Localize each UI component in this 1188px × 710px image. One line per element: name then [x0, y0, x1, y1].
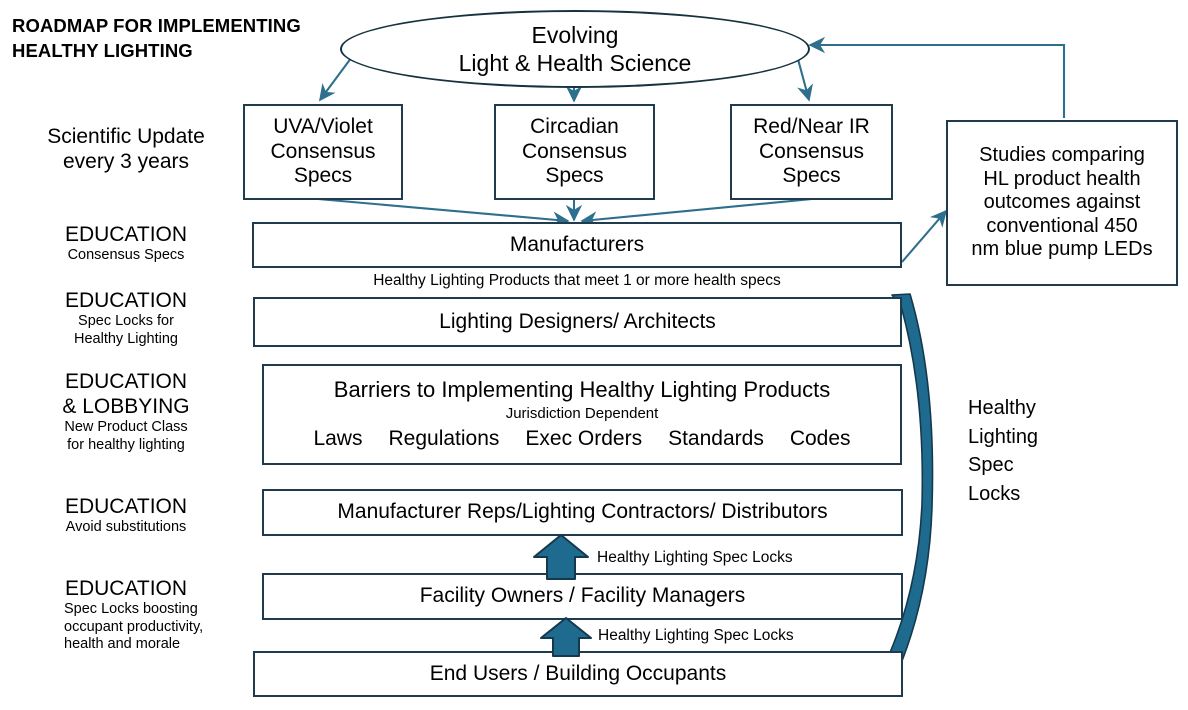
left-label-heading-2: every 3 years — [62, 150, 190, 174]
node-end-users-building-occupants[interactable]: End Users / Building Occupants — [253, 651, 903, 697]
node-label: Manufacturers — [509, 232, 645, 256]
left-label-sub-2: occupant productivity, — [64, 618, 204, 635]
node-line-3: Specs — [545, 164, 604, 188]
barrier-item-exec-orders: Exec Orders — [525, 427, 643, 451]
node-barriers-items: Laws Regulations Exec Orders Standards C… — [313, 427, 850, 452]
annotation-spec-locks-lower: Healthy Lighting Spec Locks — [598, 627, 794, 644]
node-line-2: Consensus — [270, 139, 376, 163]
left-label-sub-1: Consensus Specs — [67, 247, 185, 264]
node-line-5: nm blue pump LEDs — [971, 238, 1153, 261]
annotation-products-note: Healthy Lighting Products that meet 1 or… — [373, 272, 781, 289]
node-line-1: Red/Near IR — [753, 114, 870, 138]
node-studies-comparing-hl-products[interactable]: Studies comparing HL product health outc… — [946, 120, 1178, 286]
node-red-near-ir-consensus-specs[interactable]: Red/Near IR Consensus Specs — [730, 104, 893, 200]
node-lighting-designers-architects[interactable]: Lighting Designers/ Architects — [253, 297, 902, 347]
node-manufacturer-reps[interactable]: Manufacturer Reps/Lighting Contractors/ … — [262, 489, 903, 536]
page-title: ROADMAP FOR IMPLEMENTING HEALTHY LIGHTIN… — [12, 14, 362, 64]
left-label-sub-3: health and morale — [64, 635, 181, 652]
left-label-heading: EDUCATION — [64, 370, 188, 393]
node-line-3: outcomes against — [983, 191, 1141, 214]
side-label-line-2: Lighting — [968, 425, 1039, 448]
left-label-education-spec-locks: EDUCATION Spec Locks for Healthy Lightin… — [18, 288, 234, 348]
left-label-education-avoid-substitutions: EDUCATION Avoid substitutions — [18, 494, 234, 537]
left-label-education-spec-locks-productivity: EDUCATION Spec Locks boosting occupant p… — [18, 576, 234, 653]
connector-uva-to-manufacturers — [317, 197, 570, 228]
left-label-sub-1: Spec Locks for — [78, 313, 174, 330]
node-label: Facility Owners / Facility Managers — [419, 584, 746, 608]
node-label: End Users / Building Occupants — [429, 661, 727, 685]
node-line-3: Specs — [293, 164, 353, 188]
node-line-1: Evolving — [531, 21, 619, 48]
left-label-heading: EDUCATION — [64, 223, 188, 246]
left-label-sub-1: Avoid substitutions — [65, 519, 187, 536]
side-label-line-4: Locks — [968, 482, 1021, 505]
node-barriers-subtitle: Jurisdiction Dependent — [505, 404, 659, 422]
node-barriers-title: Barriers to Implementing Healthy Lightin… — [333, 376, 831, 402]
connector-redir-to-manufacturers — [580, 197, 813, 228]
left-label-heading: EDUCATION — [64, 495, 188, 518]
spec-locks-up-arrow-upper — [533, 534, 589, 580]
node-barriers[interactable]: Barriers to Implementing Healthy Lightin… — [262, 364, 902, 465]
left-label-heading-2: & LOBBYING — [62, 395, 190, 419]
page-title-line-2: HEALTHY LIGHTING — [12, 39, 193, 61]
left-label-heading: EDUCATION — [64, 289, 188, 312]
left-label-sub-2: for healthy lighting — [67, 436, 185, 453]
barrier-item-codes: Codes — [789, 427, 851, 451]
left-label-scientific-update: Scientific Update every 3 years — [18, 124, 234, 174]
node-circadian-consensus-specs[interactable]: Circadian Consensus Specs — [494, 104, 655, 200]
barrier-item-laws: Laws — [313, 427, 363, 451]
node-line-1: Circadian — [530, 114, 619, 138]
node-line-2: Light & Health Science — [458, 50, 692, 76]
page-title-line-1: ROADMAP FOR IMPLEMENTING — [12, 15, 301, 36]
left-label-sub-2: Healthy Lighting — [74, 330, 178, 347]
node-line-1: UVA/Violet — [273, 114, 373, 138]
annotation-spec-locks-upper: Healthy Lighting Spec Locks — [597, 549, 793, 566]
side-label-line-1: Healthy — [968, 397, 1036, 419]
barrier-item-standards: Standards — [668, 427, 764, 451]
node-line-2: HL product health — [983, 167, 1141, 190]
left-label-sub-1: New Product Class — [64, 419, 188, 436]
node-facility-owners-managers[interactable]: Facility Owners / Facility Managers — [262, 573, 903, 620]
healthy-lighting-spec-locks-block-arrow — [884, 293, 934, 681]
node-line-1: Studies comparing — [979, 144, 1145, 167]
barrier-item-regulations: Regulations — [388, 427, 500, 451]
node-uva-violet-consensus-specs[interactable]: UVA/Violet Consensus Specs — [243, 104, 403, 200]
label-healthy-lighting-spec-locks: Healthy Lighting Spec Locks — [968, 394, 1108, 508]
left-label-sub-1: Spec Locks boosting — [64, 601, 198, 618]
node-evolving-light-health-science[interactable]: Evolving Light & Health Science — [340, 10, 810, 88]
left-label-education-consensus-specs: EDUCATION Consensus Specs — [18, 222, 234, 265]
node-line-3: Specs — [782, 164, 841, 188]
side-label-line-3: Spec — [968, 454, 1014, 477]
connector-manufacturers-to-studies — [901, 209, 948, 263]
left-label-heading: Scientific Update — [47, 125, 205, 148]
node-label: Manufacturer Reps/Lighting Contractors/ … — [337, 500, 828, 524]
node-label: Lighting Designers/ Architects — [439, 309, 716, 333]
left-label-heading: EDUCATION — [64, 577, 188, 600]
node-line-4: conventional 450 — [986, 214, 1138, 237]
node-manufacturers[interactable]: Manufacturers — [252, 222, 902, 268]
node-line-2: Consensus — [521, 139, 628, 163]
left-label-education-lobbying: EDUCATION & LOBBYING New Product Class f… — [18, 369, 234, 454]
node-line-2: Consensus — [758, 139, 865, 163]
spec-locks-up-arrow-lower — [540, 617, 592, 657]
